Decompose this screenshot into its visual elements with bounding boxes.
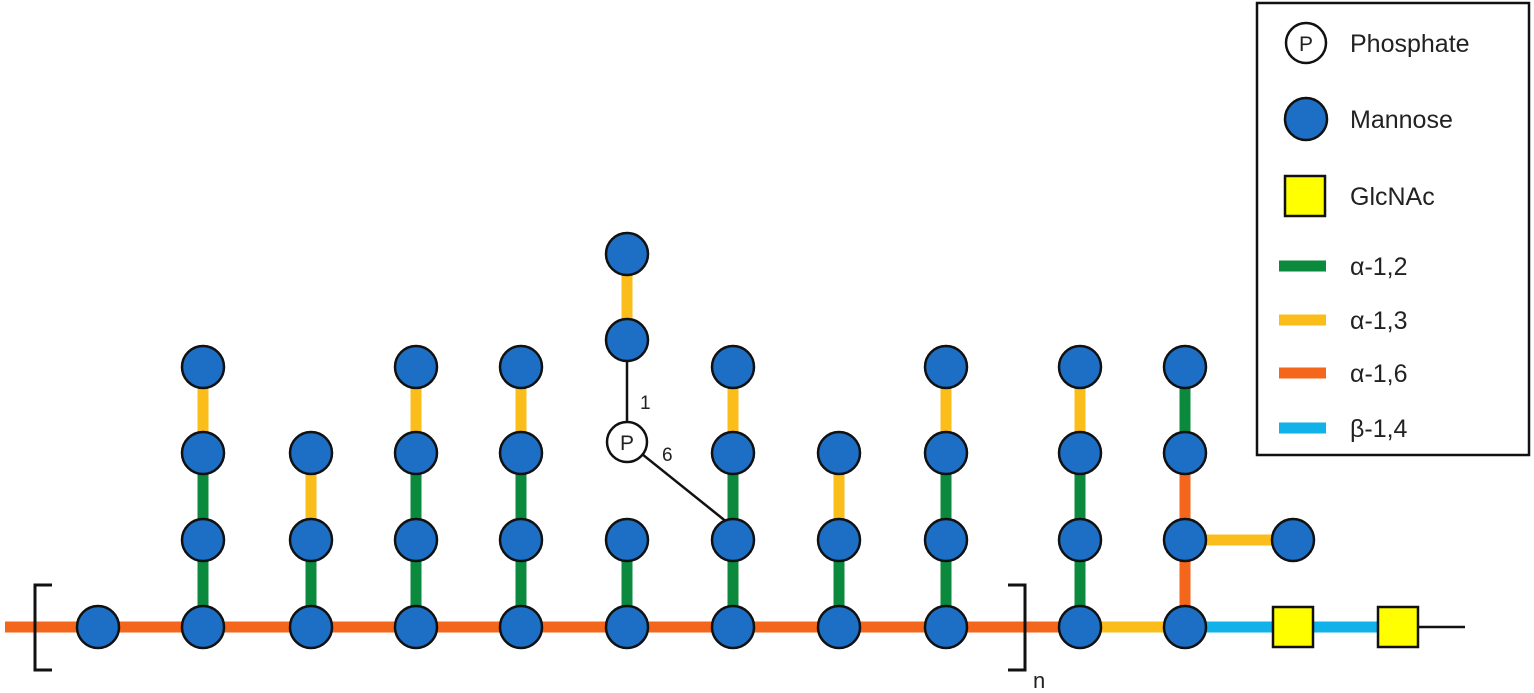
- mannose-residue: [710, 430, 756, 476]
- mannose-residue: [288, 430, 334, 476]
- legend-alpha12-label: α-1,2: [1350, 253, 1408, 281]
- mannose-residue: [923, 517, 969, 563]
- mannose-residue: [1162, 517, 1208, 563]
- phosphate-symbol: P: [620, 432, 634, 455]
- mannose-residue: [1057, 430, 1103, 476]
- mannose-residue: [393, 430, 439, 476]
- mannose-residue: [180, 344, 226, 390]
- phosphodiester-label-upper: 1: [640, 393, 651, 414]
- mannose-residue: [604, 317, 650, 363]
- legend-mannose-label: Mannose: [1350, 106, 1453, 134]
- mannose-residue: [816, 430, 862, 476]
- mannose-residue: [180, 604, 226, 650]
- phosphodiester-bond-6: [626, 441, 734, 528]
- mannose-residue: [604, 604, 650, 650]
- repeat-bracket-left: [33, 583, 52, 672]
- legend-item-alpha12: α-1,2: [1279, 253, 1408, 281]
- repeat-brackets: [33, 583, 1027, 672]
- mannose-residue: [710, 604, 756, 650]
- phosphate-group: P: [605, 420, 649, 464]
- mannose-residue: [75, 604, 121, 650]
- mannose-residue: [923, 604, 969, 650]
- mannose-residue: [923, 344, 969, 390]
- mannose-residue: [1057, 517, 1103, 563]
- legend-item-phosphate: P Phosphate: [1284, 21, 1470, 65]
- mannose-residue: [1162, 344, 1208, 390]
- mannose-residue: [393, 604, 439, 650]
- legend-phosphate-symbol: [1284, 21, 1328, 65]
- mannose-residue: [1162, 430, 1208, 476]
- glcnac-residue: [1376, 605, 1420, 649]
- mannose-residue: [816, 604, 862, 650]
- legend: P Phosphate Mannose GlcNAc α-1,2 α-1,3 α…: [1255, 1, 1531, 457]
- mannose-residue: [1057, 604, 1103, 650]
- mannose-residue: [393, 344, 439, 390]
- mannose-residue: [180, 517, 226, 563]
- glcnac-residue: [1271, 605, 1315, 649]
- legend-mannose-symbol: [1283, 96, 1329, 142]
- phosphate-residue: [605, 420, 649, 464]
- mannose-residue: [816, 517, 862, 563]
- repeat-bracket-right: [1008, 583, 1027, 672]
- legend-phosphate-label: Phosphate: [1350, 30, 1470, 58]
- legend-beta14-label: β-1,4: [1350, 415, 1408, 443]
- mannose-residue: [604, 231, 650, 277]
- mannose-residues: [75, 231, 1316, 650]
- legend-item-alpha13: α-1,3: [1279, 307, 1408, 335]
- glcnac-residues: [1271, 605, 1420, 649]
- legend-item-glcnac: GlcNAc: [1283, 174, 1435, 218]
- mannose-residue: [710, 517, 756, 563]
- mannose-residue: [710, 344, 756, 390]
- mannose-residue: [1162, 604, 1208, 650]
- legend-glcnac-label: GlcNAc: [1350, 183, 1435, 211]
- legend-alpha13-label: α-1,3: [1350, 307, 1408, 335]
- repeat-subscript-n: n: [1033, 668, 1045, 693]
- mannose-residue: [393, 517, 439, 563]
- mannose-residue: [498, 430, 544, 476]
- legend-item-mannose: Mannose: [1283, 96, 1453, 142]
- legend-glcnac-symbol: [1283, 174, 1327, 218]
- legend-alpha16-label: α-1,6: [1350, 360, 1408, 388]
- mannose-residue: [498, 517, 544, 563]
- mannose-residue: [498, 344, 544, 390]
- mannose-residue: [288, 517, 334, 563]
- phosphodiester-label-lower: 6: [662, 445, 673, 466]
- mannose-residue: [923, 430, 969, 476]
- mannose-residue: [288, 604, 334, 650]
- mannose-residue: [1270, 517, 1316, 563]
- mannose-residue: [498, 604, 544, 650]
- mannose-residue: [180, 430, 226, 476]
- mannose-residue: [604, 517, 650, 563]
- legend-item-beta14: β-1,4: [1279, 415, 1408, 443]
- mannose-residue: [1057, 344, 1103, 390]
- legend-phosphate-letter: P: [1299, 33, 1313, 56]
- legend-item-alpha16: α-1,6: [1279, 360, 1408, 388]
- legend-frame: [1255, 1, 1531, 457]
